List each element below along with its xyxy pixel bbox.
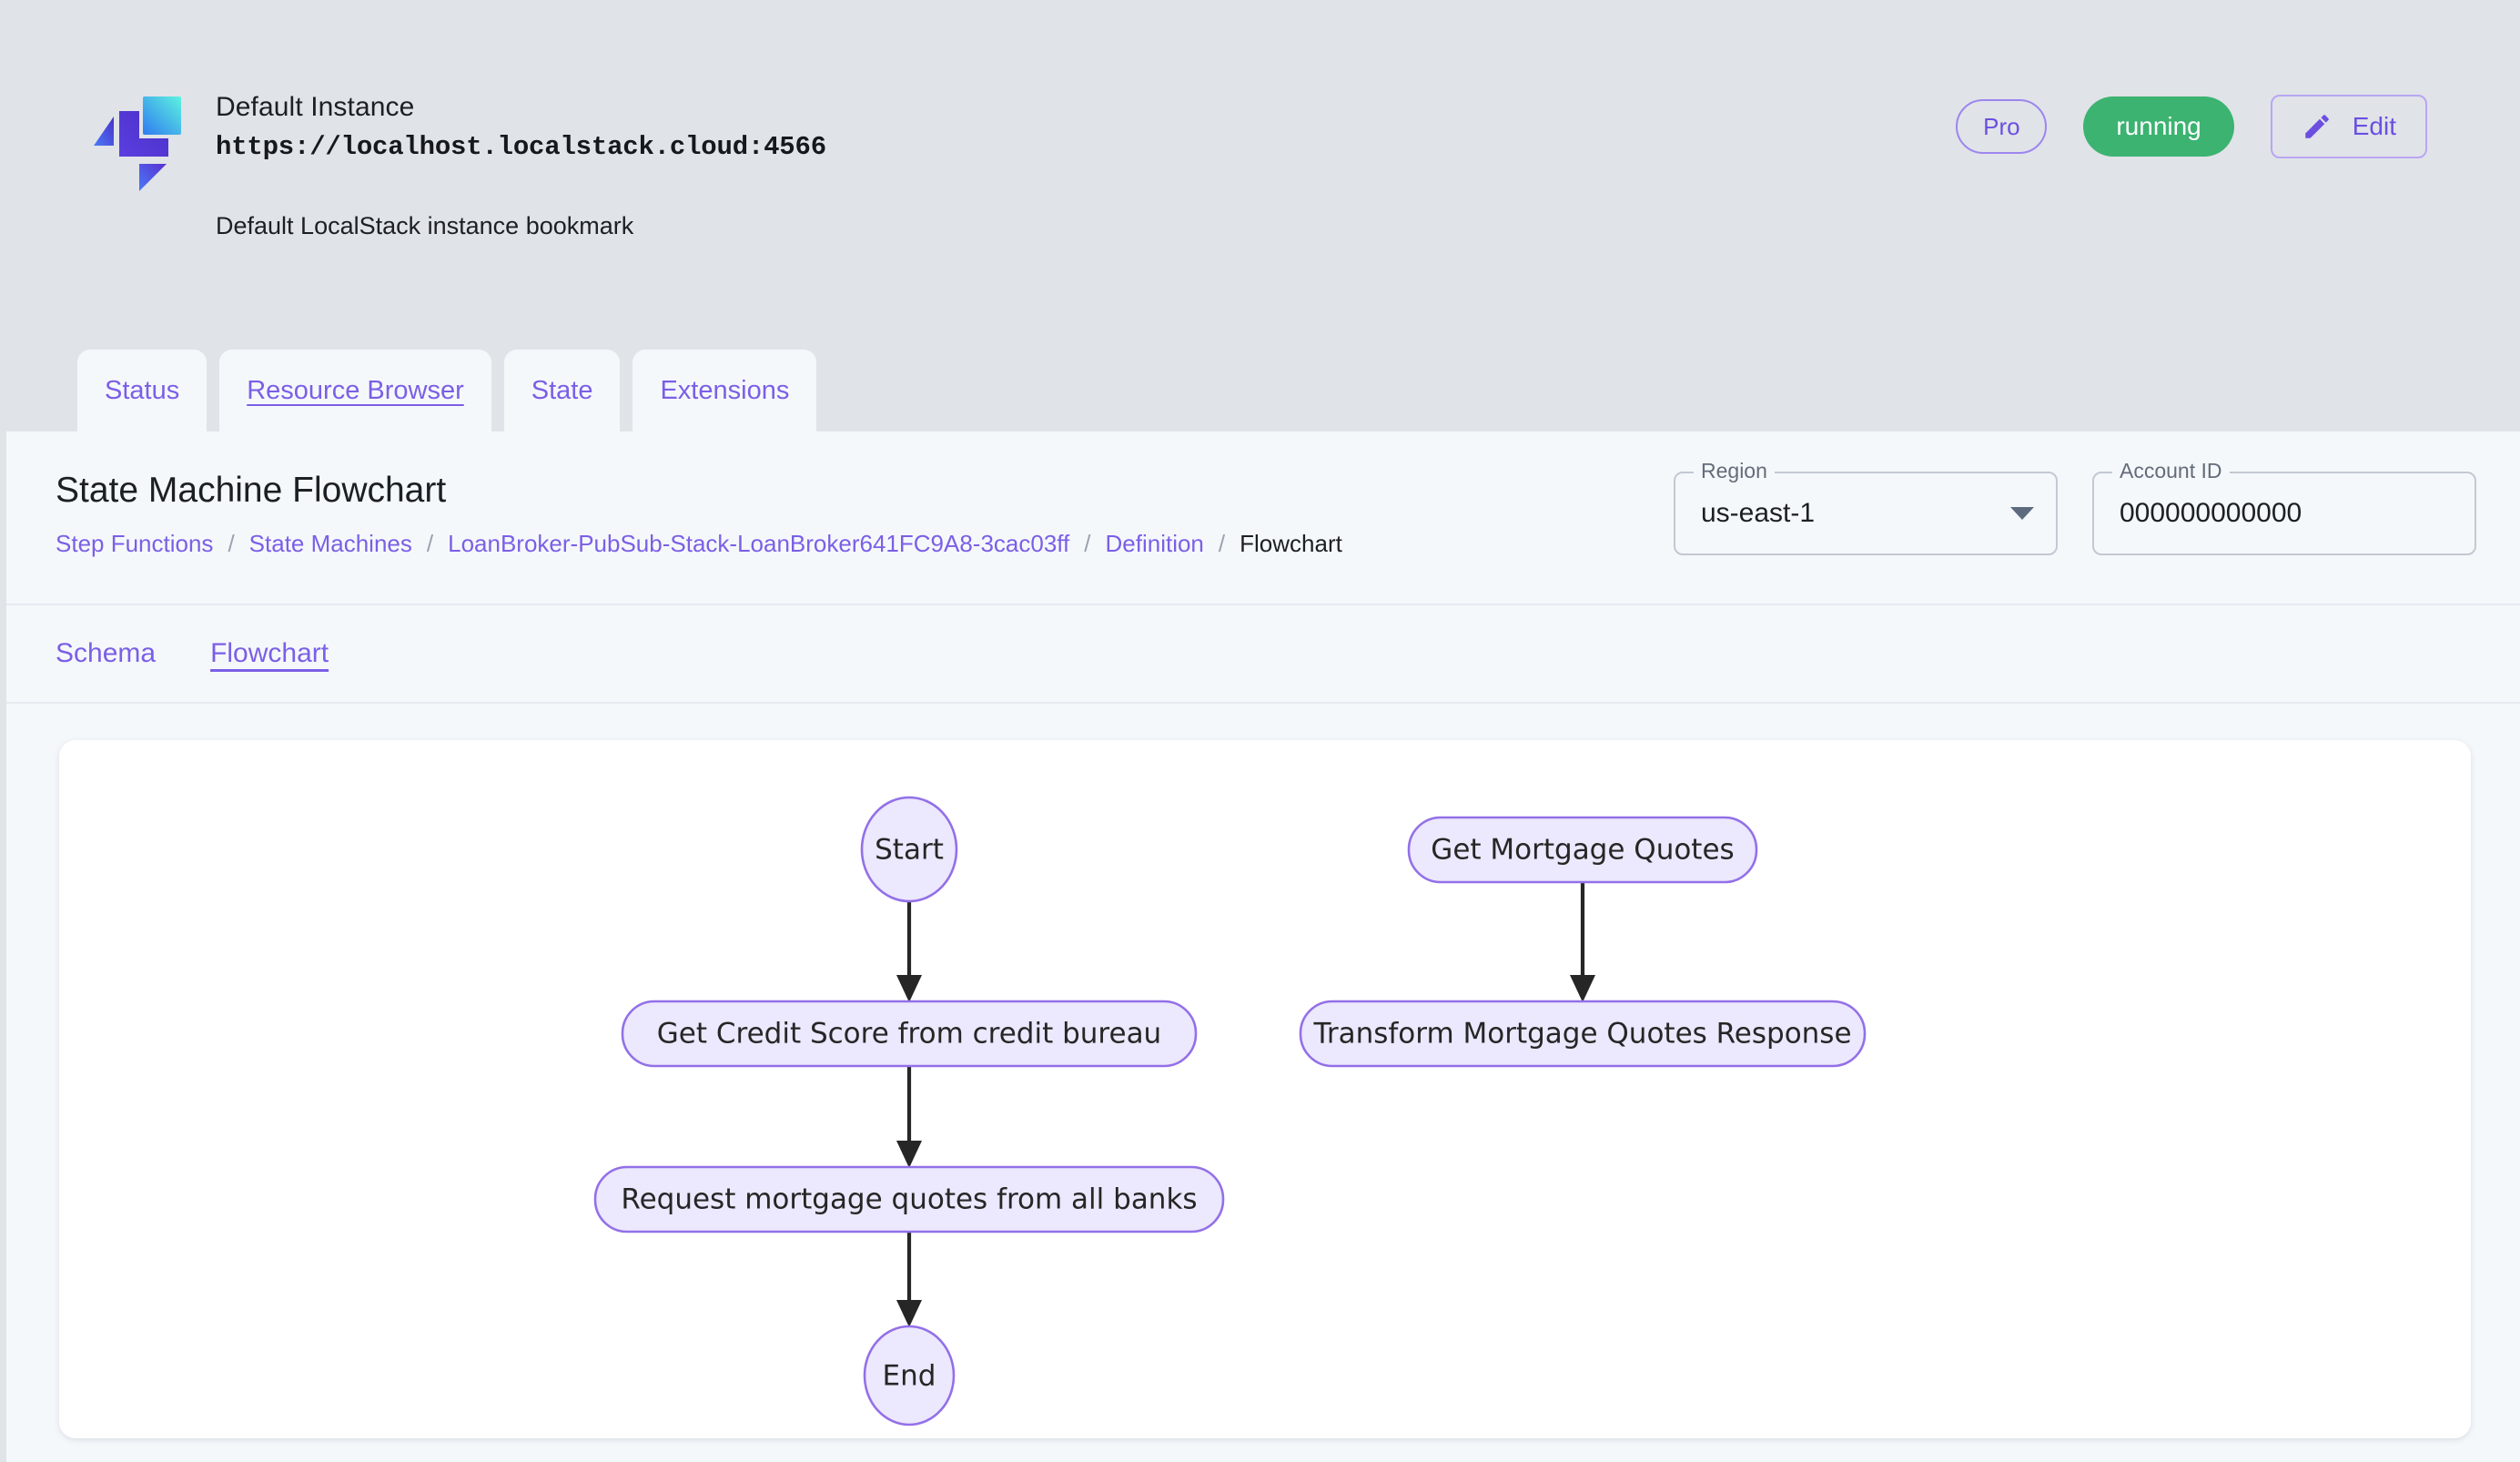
account-id-field[interactable]: Account ID 000000000000 (2092, 459, 2476, 555)
app-header: Default Instance https://localhost.local… (0, 0, 2520, 431)
region-select[interactable]: Region us-east-1 (1674, 459, 2058, 555)
region-select-label: Region (1694, 459, 1775, 482)
tab-extensions[interactable]: Extensions (633, 350, 817, 431)
flow-node-transform-mortgage-quotes-response[interactable]: Transform Mortgage Quotes Response (1299, 1000, 1867, 1068)
breadcrumb-item-definition[interactable]: Definition (1105, 530, 1204, 557)
secondary-tabs: Schema Flowchart (6, 605, 2520, 704)
page-title: State Machine Flowchart (56, 471, 447, 510)
region-select-value: us-east-1 (1701, 498, 1816, 528)
pro-badge[interactable]: Pro (1956, 99, 2048, 154)
breadcrumb-separator: / (426, 530, 434, 557)
tab-extensions-label: Extensions (660, 375, 790, 405)
flow-node-request-mortgage-quotes-label: Request mortgage quotes from all banks (621, 1183, 1197, 1216)
flow-edge-start-to-credit (896, 900, 922, 1002)
flow-node-end[interactable]: End (863, 1325, 956, 1426)
flow-node-transform-mortgage-quotes-response-label: Transform Mortgage Quotes Response (1312, 1018, 1851, 1051)
flow-node-end-label: End (883, 1360, 936, 1393)
breadcrumb: Step Functions / State Machines / LoanBr… (56, 530, 1342, 558)
breadcrumb-item-step-functions[interactable]: Step Functions (56, 530, 214, 557)
primary-tabs: Status Resource Browser State Extensions (77, 342, 817, 431)
edit-button[interactable]: Edit (2270, 95, 2427, 158)
content-panel: State Machine Flowchart Step Functions /… (6, 431, 2520, 1462)
context-selectors: Region us-east-1 Account ID 000000000000 (1674, 459, 2476, 555)
tab-state-label: State (531, 375, 593, 405)
instance-url: https://localhost.localstack.cloud:4566 (216, 131, 826, 162)
header-actions: Pro running Edit (1956, 95, 2427, 158)
state-machine-flowchart[interactable]: Start Get Credit Score from credit burea… (59, 740, 2471, 1438)
breadcrumb-separator: / (1084, 530, 1091, 557)
tab-resource-browser[interactable]: Resource Browser (219, 350, 491, 431)
edit-button-label: Edit (2352, 112, 2396, 140)
region-select-box (1674, 472, 2058, 555)
flowchart-card: Start Get Credit Score from credit burea… (59, 740, 2471, 1438)
tab-status-label: Status (105, 375, 180, 405)
flow-node-start-label: Start (875, 834, 944, 867)
account-id-field-value: 000000000000 (2120, 498, 2302, 528)
tab-resource-browser-label: Resource Browser (247, 375, 464, 405)
flow-edge-credit-to-request (896, 1066, 922, 1168)
tab-status[interactable]: Status (77, 350, 207, 431)
pencil-icon (2302, 111, 2333, 142)
instance-name: Default Instance (216, 92, 415, 122)
breadcrumb-item-state-machine-name[interactable]: LoanBroker-PubSub-Stack-LoanBroker641FC9… (448, 530, 1070, 557)
instance-description: Default LocalStack instance bookmark (216, 211, 634, 239)
flow-node-get-credit-score-label: Get Credit Score from credit bureau (657, 1018, 1161, 1051)
account-id-field-box (2092, 472, 2476, 555)
flow-node-get-mortgage-quotes[interactable]: Get Mortgage Quotes (1407, 816, 1758, 884)
breadcrumb-separator: / (1218, 530, 1226, 557)
flow-edge-getquotes-to-transform (1570, 882, 1595, 1002)
flow-node-get-credit-score[interactable]: Get Credit Score from credit bureau (621, 1000, 1198, 1068)
flow-node-request-mortgage-quotes[interactable]: Request mortgage quotes from all banks (593, 1165, 1225, 1234)
account-id-field-label: Account ID (2112, 459, 2230, 482)
breadcrumb-item-state-machines[interactable]: State Machines (248, 530, 412, 557)
instance-summary: Default Instance https://localhost.local… (86, 82, 826, 240)
breadcrumb-item-flowchart: Flowchart (1240, 530, 1342, 557)
tab-state[interactable]: State (503, 350, 621, 431)
subtab-flowchart[interactable]: Flowchart (210, 638, 329, 668)
chevron-down-icon[interactable] (2010, 507, 2034, 520)
flow-node-start[interactable]: Start (860, 796, 958, 903)
status-badge[interactable]: running (2083, 96, 2234, 157)
subtab-schema[interactable]: Schema (56, 638, 157, 668)
flow-edge-request-to-end (896, 1233, 922, 1327)
breadcrumb-separator: / (228, 530, 235, 557)
page-header: State Machine Flowchart Step Functions /… (6, 431, 2520, 605)
flow-node-get-mortgage-quotes-label: Get Mortgage Quotes (1431, 834, 1734, 867)
localstack-logo-icon (86, 93, 188, 200)
